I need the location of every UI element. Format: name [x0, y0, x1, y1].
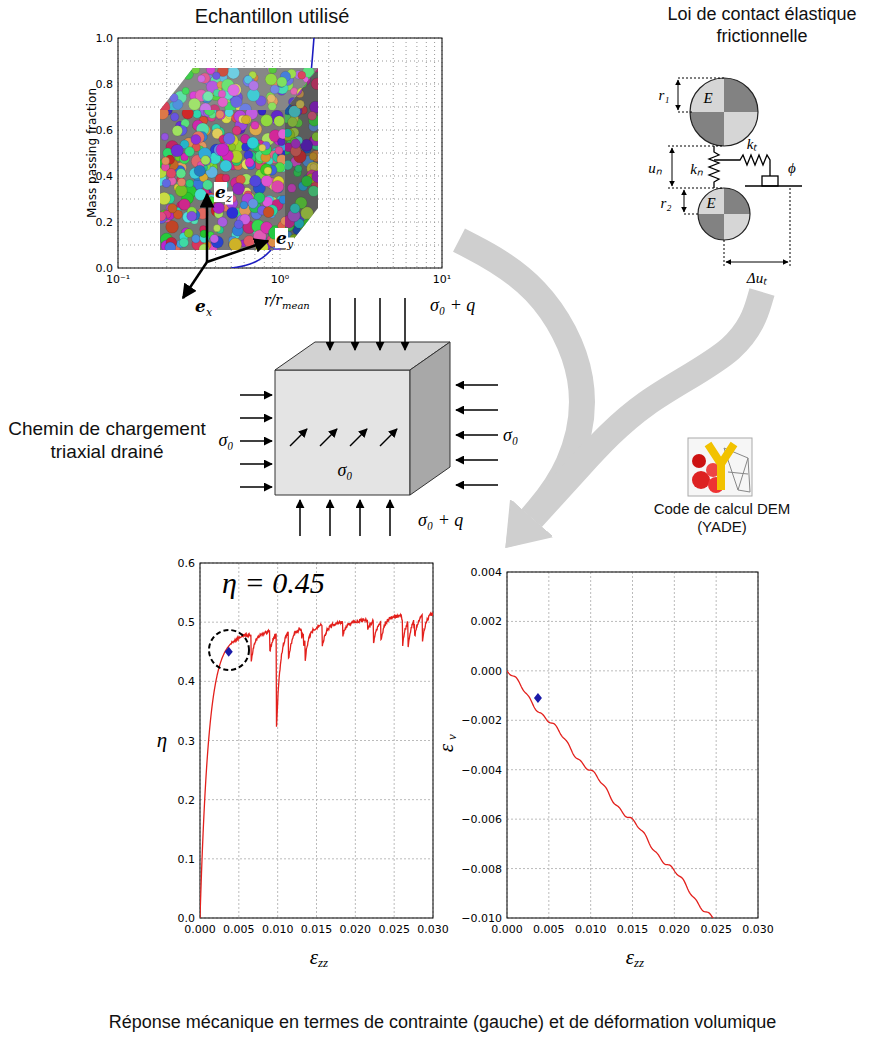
- tick-label: 10¹: [433, 273, 451, 286]
- symbol-label: y: [286, 238, 294, 251]
- tick-label: −0.004: [461, 763, 502, 776]
- result-curves: [200, 612, 714, 919]
- tick-label: 0.6: [178, 557, 196, 570]
- tick-label: −0.010: [461, 912, 502, 925]
- symbol-label: Mass passing fraction: [85, 88, 99, 218]
- tick-label: 0.015: [617, 923, 649, 936]
- symbol-label: ε: [626, 945, 634, 970]
- tick-label: 0.025: [378, 923, 410, 936]
- tick-label: 0.4: [178, 675, 196, 688]
- yade-logo: [688, 438, 752, 496]
- symbol-label: zz: [634, 955, 644, 971]
- loading-path-label: Chemin de chargement triaxial drainé: [5, 418, 209, 464]
- symbol-label: ϕ: [788, 160, 796, 177]
- tick-label: 0.0: [178, 912, 196, 925]
- symbol-label: r₁: [658, 87, 669, 104]
- tick-label: 0.020: [340, 923, 372, 936]
- tick-label: −0.002: [461, 714, 502, 727]
- flow-arrow: [532, 292, 762, 518]
- symbol-label: E: [706, 195, 715, 212]
- contact-spheres: [690, 78, 758, 240]
- tick-label: 0.000: [184, 923, 216, 936]
- tick-label: 0.030: [417, 923, 449, 936]
- symbol-label: σ₀: [337, 460, 352, 481]
- tick-label: 1.0: [96, 32, 114, 45]
- result-plot-grid: [200, 563, 758, 918]
- symbol-label: kₜ: [747, 133, 758, 153]
- tick-label: 0.1: [178, 852, 196, 865]
- tick-label: 0.025: [700, 923, 732, 936]
- tick-label: 0.030: [742, 923, 774, 936]
- tick-label: 0.010: [575, 923, 607, 936]
- tick-label: 0.000: [491, 923, 523, 936]
- symbol-label: ε: [434, 744, 459, 752]
- tick-label: −0.006: [461, 813, 502, 826]
- panel-title: Chemin de chargement triaxial drainé: [5, 418, 209, 464]
- tick-label: 0.002: [471, 615, 503, 628]
- tick-label: 10⁰: [271, 273, 289, 286]
- symbol-label: E: [703, 90, 712, 107]
- tick-label: 10⁻¹: [106, 273, 130, 286]
- symbol-label: kₙ: [690, 158, 703, 178]
- symbol-label: r/r: [264, 292, 282, 308]
- symbol-label: σ₀: [503, 425, 518, 446]
- axes-triad: [183, 194, 268, 298]
- tick-label: 0.015: [301, 923, 333, 936]
- symbol-label: η: [157, 728, 167, 753]
- tick-label: 0.004: [471, 566, 503, 579]
- panel-title: Code de calcul DEM (YADE): [645, 500, 799, 536]
- tick-label: 0.005: [533, 923, 565, 936]
- panel-title: Echantillon utilisé: [85, 4, 459, 28]
- symbol-label: uₙ: [648, 157, 662, 177]
- caption-text: Réponse mécanique en termes de contraint…: [0, 1012, 885, 1034]
- tick-label: 0.005: [223, 923, 255, 936]
- tick-label: 0.0: [96, 262, 114, 275]
- symbol-label: mean: [282, 300, 310, 311]
- loading-cube: [275, 342, 450, 495]
- symbol-label: σ₀: [218, 430, 233, 451]
- panel-title: Loi de contact élastique frictionnelle: [652, 4, 872, 47]
- contact-dimensions: [668, 78, 802, 268]
- highlight-circle: [209, 630, 249, 670]
- tick-label: 0.2: [178, 793, 196, 806]
- tick-label: 0.020: [659, 923, 691, 936]
- grading-chart-grid: [118, 38, 442, 268]
- tick-label: 0.010: [262, 923, 294, 936]
- stress-arrows: [240, 298, 498, 536]
- sample-panel: Echantillon utilisé: [85, 4, 459, 304]
- tick-label: 0.000: [471, 664, 503, 677]
- symbol-label: zz: [318, 955, 328, 971]
- tick-label: 0.5: [178, 616, 196, 629]
- symbol-label: Δuₜ: [747, 267, 767, 287]
- symbol-label: x: [205, 306, 213, 319]
- tick-label: −0.008: [461, 862, 502, 875]
- symbol-label: ε: [310, 945, 318, 970]
- sphere-packing-cube: [154, 63, 324, 255]
- tick-label: 0.3: [178, 734, 196, 747]
- results-panel: Réponse mécanique en termes de contraint…: [0, 548, 885, 1044]
- symbol-label: v: [444, 734, 460, 740]
- symbol-label: σ₀ + q: [430, 295, 475, 316]
- symbol-label: r₂: [660, 195, 671, 212]
- symbol-label: σ₀ + q: [418, 510, 463, 531]
- symbol-label: z: [225, 192, 233, 205]
- dem-code-label: Code de calcul DEM (YADE): [645, 500, 799, 536]
- symbol-label: η = 0.45: [222, 566, 325, 600]
- contact-law-panel: Loi de contact élastique frictionnelle: [652, 4, 872, 292]
